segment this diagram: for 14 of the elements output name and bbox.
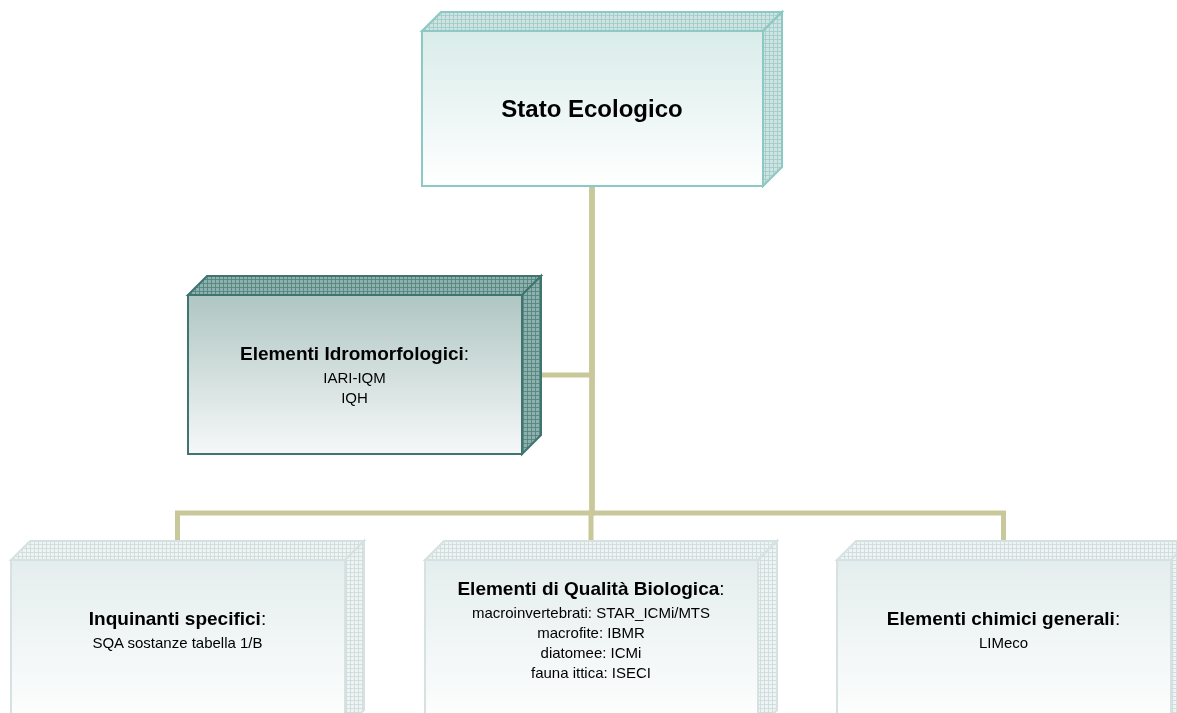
- box-text: macroinvertebrati: STAR_ICMi/MTS: [471, 602, 711, 623]
- connector-line: [589, 187, 1006, 540]
- box-heading: Elementi Idromorfologici:: [239, 342, 470, 365]
- box-text: diatomee: ICMi: [540, 642, 642, 663]
- box-heading: Inquinanti specifici:: [88, 607, 267, 630]
- box-text: IARI-IQM: [323, 367, 386, 388]
- box-text: LIMeco: [978, 632, 1029, 653]
- box-text: macrofite: IBMR: [537, 622, 645, 643]
- box-text: fauna ittica: ISECI: [530, 662, 652, 683]
- box-heading: Elementi di Qualità Biologica:: [457, 577, 725, 600]
- box-heading: Stato Ecologico: [501, 95, 683, 123]
- box-text: SQA sostanze tabella 1/B: [92, 632, 263, 653]
- box-text: IQH: [341, 387, 368, 408]
- box-heading: Elementi chimici generali:: [886, 607, 1121, 630]
